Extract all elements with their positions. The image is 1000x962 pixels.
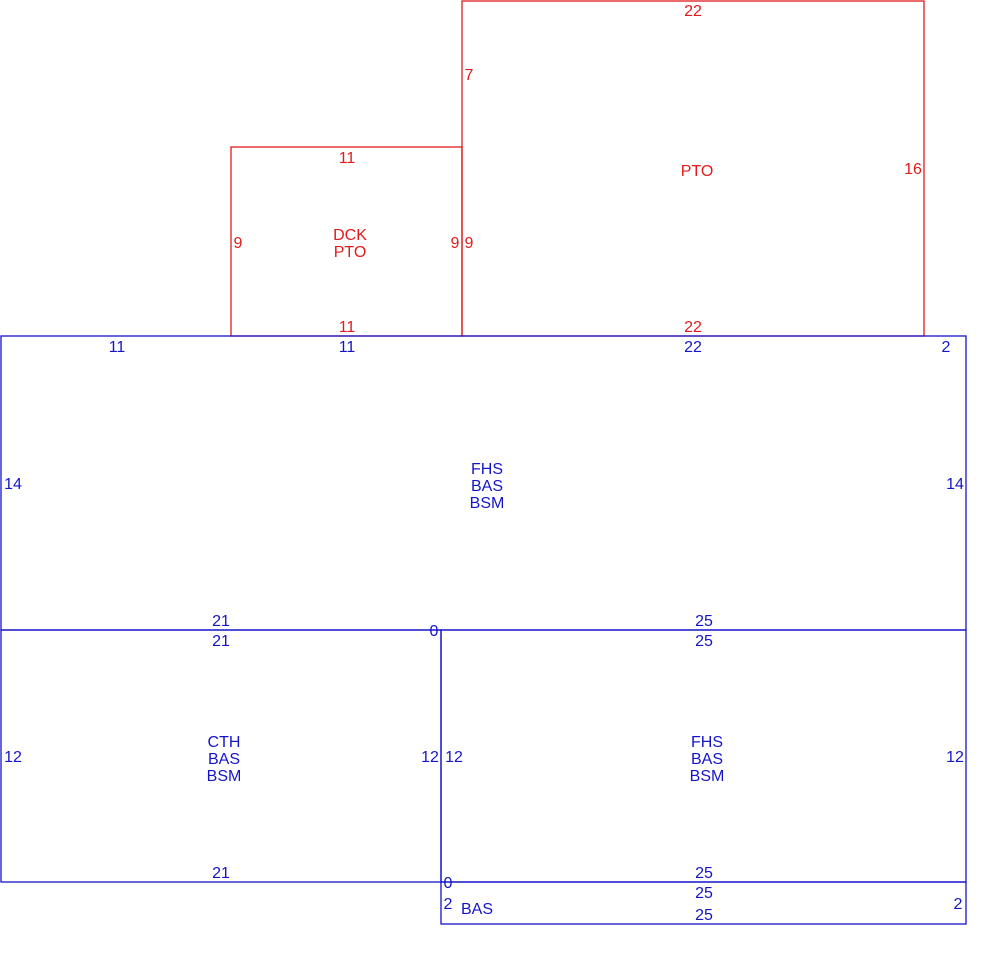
fhs-upper-left-dim: 14 [4, 476, 22, 493]
fhs-upper-bottom-right-dim: 25 [695, 613, 713, 630]
dck-left-dim: 9 [234, 235, 243, 252]
cth-bottom-dim: 21 [212, 865, 230, 882]
fhs-lower-top-dim: 25 [695, 633, 713, 650]
fhs-lower-left-dim: 12 [445, 749, 463, 766]
addition-outlines [230, 0, 925, 337]
fhs-upper-code-2: BAS [471, 478, 503, 495]
pto-lower-left-dim: 9 [465, 235, 474, 252]
dck-top-dim: 11 [339, 150, 356, 167]
cth-code-2: BAS [208, 751, 240, 768]
fhs-lower-zero-bottom: 0 [444, 875, 453, 892]
pto-right-dim: 16 [904, 161, 922, 178]
fhs-lower-right-dim: 12 [946, 749, 964, 766]
dck-area-code: DCK [333, 227, 367, 244]
fhs-lower-zero-top: 0 [430, 623, 439, 640]
dck-bottom-dim: 11 [339, 319, 356, 336]
fhs-lower-code-3: BSM [690, 768, 725, 785]
cth-top-dim: 21 [212, 633, 230, 650]
fhs-upper-top-far-right-dim: 2 [942, 339, 951, 356]
fhs-lower-code-1: FHS [691, 734, 723, 751]
main-outlines [0, 335, 967, 925]
pto-left-dim: 7 [465, 67, 474, 84]
cth-left-dim: 12 [4, 749, 22, 766]
fhs-upper-bottom-left-dim: 21 [212, 613, 230, 630]
pto-bottom-dim: 22 [684, 319, 702, 336]
pto-area-code: PTO [681, 163, 714, 180]
pto-top-dim: 22 [684, 3, 702, 20]
dck-pto-area-code: PTO [334, 244, 367, 261]
bas-strip-bottom-dim: 25 [695, 907, 713, 924]
fhs-upper-right-dim: 14 [946, 476, 964, 493]
bas-strip-left-dim: 2 [444, 896, 453, 913]
cth-code-1: CTH [208, 734, 241, 751]
fhs-upper-code-3: BSM [470, 495, 505, 512]
fhs-upper-top-mid-dim: 11 [339, 339, 356, 356]
bas-strip-outline [440, 881, 967, 925]
cth-code-3: BSM [207, 768, 242, 785]
bas-strip-code: BAS [461, 901, 493, 918]
bas-strip-right-dim: 2 [954, 896, 963, 913]
cth-right-dim: 12 [421, 749, 439, 766]
fhs-lower-bottom-dim: 25 [695, 865, 713, 882]
fhs-upper-top-left-dim: 11 [109, 339, 126, 356]
fhs-upper-code-1: FHS [471, 461, 503, 478]
bas-strip-top-dim: 25 [695, 885, 713, 902]
dck-right-dim: 9 [451, 235, 460, 252]
fhs-lower-code-2: BAS [691, 751, 723, 768]
fhs-upper-top-right-dim: 22 [684, 339, 702, 356]
